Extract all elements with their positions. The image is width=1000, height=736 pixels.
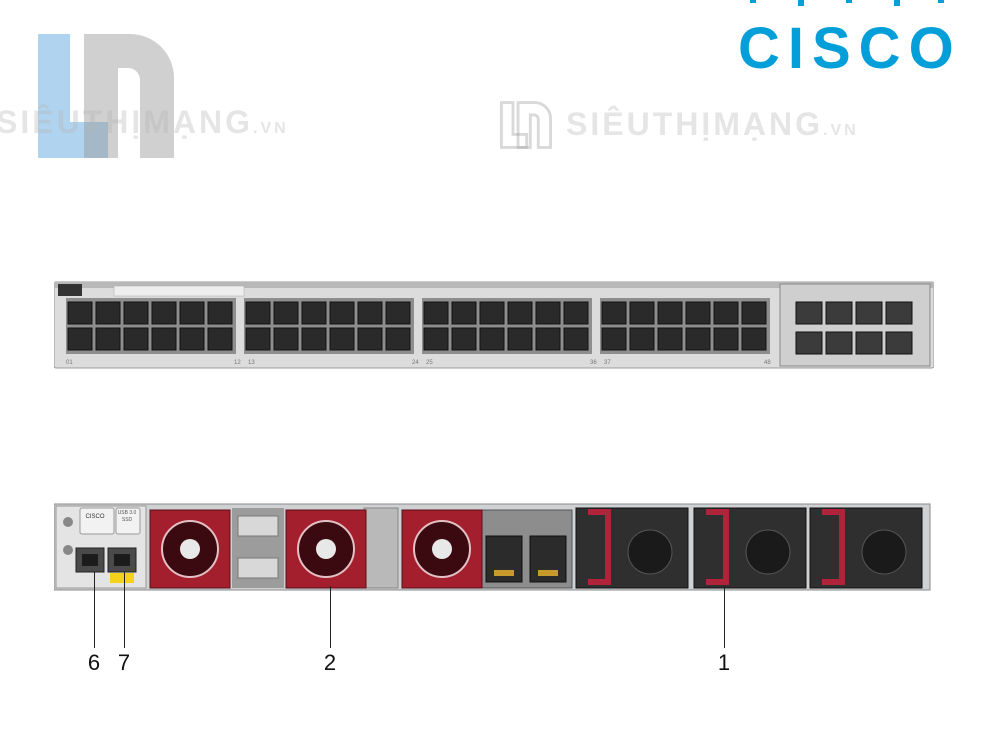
- rj45-port[interactable]: [67, 301, 93, 325]
- rj45-port[interactable]: [657, 301, 683, 325]
- callout-7: 7: [117, 650, 131, 675]
- rj45-port[interactable]: [601, 327, 627, 351]
- rj45-port[interactable]: [301, 327, 327, 351]
- rj45-port[interactable]: [357, 327, 383, 351]
- rj45-port[interactable]: [207, 301, 233, 325]
- sfp-uplink-port[interactable]: [855, 301, 883, 325]
- sfp-uplink-port[interactable]: [885, 301, 913, 325]
- rj45-port[interactable]: [67, 327, 93, 351]
- rj45-port[interactable]: [451, 301, 477, 325]
- power-supply-3[interactable]: [809, 507, 923, 589]
- rj45-port[interactable]: [179, 301, 205, 325]
- rj45-port[interactable]: [329, 301, 355, 325]
- rj45-port[interactable]: [123, 327, 149, 351]
- port-label-37: 37: [604, 360, 611, 366]
- rj45-port[interactable]: [479, 327, 505, 351]
- port-label-13: 13: [248, 360, 255, 366]
- rj45-port[interactable]: [535, 327, 561, 351]
- rj45-port[interactable]: [245, 327, 271, 351]
- callout-line-1: [724, 586, 725, 648]
- sfp-uplink-port[interactable]: [825, 331, 853, 355]
- rj45-port[interactable]: [657, 327, 683, 351]
- rj45-port[interactable]: [273, 327, 299, 351]
- rj45-port[interactable]: [273, 301, 299, 325]
- switch-rear-panel: [54, 503, 931, 591]
- rj45-port[interactable]: [385, 301, 411, 325]
- rj45-port[interactable]: [713, 327, 739, 351]
- rj45-port[interactable]: [685, 327, 711, 351]
- fan-module-3[interactable]: [401, 509, 483, 589]
- rj45-port[interactable]: [741, 327, 767, 351]
- rj45-port[interactable]: [535, 301, 561, 325]
- callout-6: 6: [87, 650, 101, 675]
- power-supply-1[interactable]: [575, 507, 689, 589]
- power-supply-2[interactable]: [693, 507, 807, 589]
- port-label-25: 25: [426, 360, 433, 366]
- rj45-port[interactable]: [95, 301, 121, 325]
- watermark-text-right: SIÊUTHỊMẠNG.VN: [566, 106, 859, 142]
- rj45-port[interactable]: [179, 327, 205, 351]
- rj45-port[interactable]: [151, 327, 177, 351]
- sfp-uplink-port[interactable]: [855, 331, 883, 355]
- rj45-port[interactable]: [713, 301, 739, 325]
- sfp-uplink-port[interactable]: [795, 331, 823, 355]
- rj45-port[interactable]: [629, 327, 655, 351]
- port-label-01: 01: [66, 360, 73, 366]
- cisco-logo: [750, 0, 944, 6]
- rj45-port[interactable]: [601, 301, 627, 325]
- rj45-port[interactable]: [507, 301, 533, 325]
- rj45-port[interactable]: [563, 301, 589, 325]
- watermark-text-left: SIÊUTHỊMẠNG.VN: [0, 104, 289, 140]
- callout-line-6: [94, 572, 95, 648]
- callout-line-7: [124, 572, 125, 648]
- port-label-48: 48: [764, 360, 771, 366]
- ln-monogram-icon-small: [500, 101, 552, 149]
- sfp-uplink-port[interactable]: [825, 301, 853, 325]
- rj45-port[interactable]: [329, 327, 355, 351]
- rj45-port[interactable]: [151, 301, 177, 325]
- usb-label: USB 3.0 SSD: [117, 510, 137, 523]
- ln-monogram-icon: [38, 34, 174, 158]
- rj45-port[interactable]: [301, 301, 327, 325]
- rj45-port[interactable]: [423, 327, 449, 351]
- switch-front-panel: [54, 281, 934, 369]
- port-label-12: 12: [234, 360, 241, 366]
- callout-1: 1: [717, 650, 731, 675]
- rj45-port[interactable]: [685, 301, 711, 325]
- rj45-port[interactable]: [245, 301, 271, 325]
- rj45-port[interactable]: [741, 301, 767, 325]
- rj45-port[interactable]: [507, 327, 533, 351]
- rj45-port[interactable]: [123, 301, 149, 325]
- port-label-36: 36: [590, 360, 597, 366]
- sfp-uplink-port[interactable]: [885, 331, 913, 355]
- callout-2: 2: [323, 650, 337, 675]
- callout-line-2: [330, 586, 331, 648]
- rj45-port[interactable]: [451, 327, 477, 351]
- sfp-uplink-port[interactable]: [795, 301, 823, 325]
- port-label-24: 24: [412, 360, 419, 366]
- console-cisco-label: CISCO: [85, 514, 105, 520]
- rj45-port[interactable]: [95, 327, 121, 351]
- fan-module-2[interactable]: [285, 509, 367, 589]
- cisco-wordmark: CISCO: [738, 16, 962, 81]
- rj45-port[interactable]: [563, 327, 589, 351]
- rj45-port[interactable]: [423, 301, 449, 325]
- rj45-port[interactable]: [357, 301, 383, 325]
- rj45-port[interactable]: [385, 327, 411, 351]
- rj45-port[interactable]: [629, 301, 655, 325]
- fan-module-1[interactable]: [149, 509, 231, 589]
- rj45-port[interactable]: [207, 327, 233, 351]
- rj45-port[interactable]: [479, 301, 505, 325]
